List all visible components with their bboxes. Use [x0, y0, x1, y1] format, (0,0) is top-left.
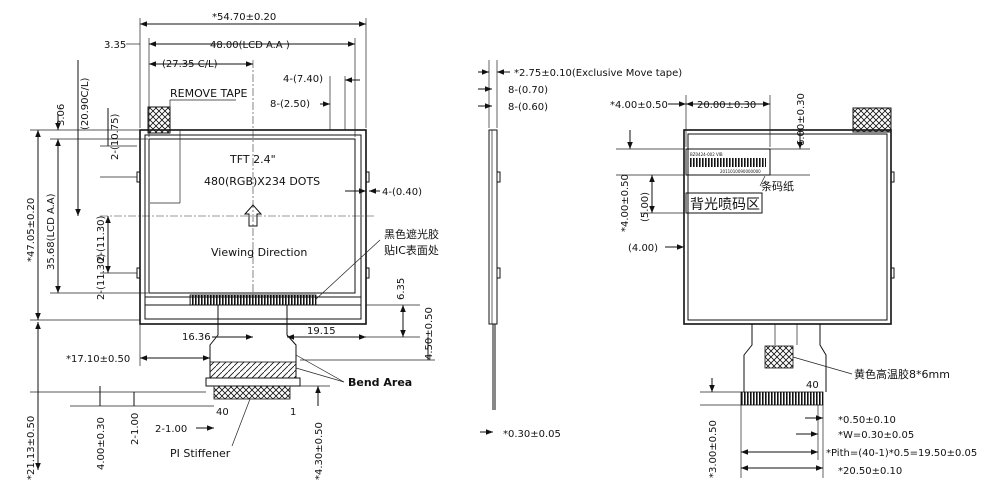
dim-w-text: *W=0.30±0.05	[838, 430, 914, 441]
dim-1710-text: *17.10±0.50	[66, 354, 130, 365]
dim-2-1130-text: 2-(11.30)	[96, 216, 107, 263]
dim-2113-text: *21.13±0.50	[26, 416, 37, 480]
stiffener-leader	[231, 398, 251, 447]
bend-area	[209, 361, 297, 379]
black-glue-label-2: 贴IC表面处	[384, 243, 439, 257]
barcode-bottom-text: 2011010090000000	[720, 169, 761, 174]
side-tab	[365, 267, 370, 279]
side-tab	[136, 171, 141, 183]
rear-view: BZ0424-002 VIB 2011010090000000 条码纸 背光喷码…	[610, 93, 977, 478]
overall-width-text: *54.70±0.20	[212, 12, 276, 23]
barcode-label	[685, 148, 771, 176]
dim-2-100-b-text: 2-1.00	[155, 424, 187, 435]
dim-300-text: *3.00±0.50	[708, 420, 719, 478]
viewing-direction-label: Viewing Direction	[211, 246, 307, 259]
rear-contact-pads	[740, 391, 824, 406]
dim-400-text: 4.00±0.30	[96, 417, 107, 470]
dim-2-100-text: 2-1.00	[130, 413, 141, 445]
bend-leader	[295, 367, 345, 383]
dim-430-text: *4.30±0.50	[314, 422, 325, 480]
front-view: REMOVE TAPE TFT 2.4" 480(RGB)X234 DOTS V…	[26, 12, 439, 480]
rear-inner	[687, 133, 888, 321]
viewing-direction-arrow	[243, 204, 263, 227]
dim-030-text: *0.30±0.05	[503, 429, 561, 440]
pi-stiffener-label: PI Stiffener	[170, 447, 231, 460]
rear-outline	[683, 129, 892, 325]
tft-size-label: TFT 2.4"	[229, 153, 276, 166]
dim-pith-text: *Pith=(40-1)*0.5=19.50±0.05	[826, 448, 977, 459]
cl-horizontal-text: (27.35 C/L)	[162, 59, 218, 70]
dim-2000-text: 20.00±0.30	[697, 100, 756, 111]
barcode-paper-label: 条码纸	[761, 179, 794, 193]
barcode-leader	[759, 175, 766, 187]
side-profile	[488, 129, 498, 325]
side-tab	[890, 171, 895, 183]
dim-2-1130-text: 2-(11.30)	[96, 254, 107, 301]
side-tab	[365, 171, 370, 183]
rear-fpc-outline	[743, 324, 827, 392]
dim-2050-text: *20.50±0.10	[838, 466, 902, 477]
side-fpc	[492, 324, 496, 410]
dim-450-text: 4.50±0.50	[424, 307, 435, 360]
dim-4-040-text: 4-(0.40)	[382, 187, 422, 198]
remove-tape-rear	[852, 107, 892, 133]
side-tab	[496, 171, 501, 183]
dim-400-p-text: (4.00)	[628, 243, 658, 254]
black-glue-label-1: 黑色遮光胶	[384, 227, 439, 241]
dim-8-070-text: 8-(0.70)	[508, 85, 548, 96]
dim-1915-text: 19.15	[307, 326, 336, 337]
dim-8-250-text: 8-(2.50)	[270, 99, 310, 110]
lcd-aa-width-text: 48.00(LCD A.A )	[210, 40, 290, 51]
backlight-area-label: 背光喷码区	[690, 197, 760, 213]
dim-500-text: (5.00)	[640, 192, 651, 222]
dim-4-740-text: 4-(7.40)	[283, 74, 323, 85]
dim-306-text: 3.06	[56, 104, 67, 126]
offset-335-text: 3.35	[104, 40, 126, 51]
lcd-aa-height-text: 35.68(LCD A.A)	[46, 193, 57, 270]
rear-pin-40-label: 40	[806, 380, 819, 391]
dim-635-text: 6.35	[396, 278, 407, 300]
fpc-outline	[209, 305, 297, 378]
side-tab	[136, 267, 141, 279]
dim-1636-text: 16.36	[182, 332, 211, 343]
barcode-top-text: BZ0424-002 VIB	[690, 152, 723, 157]
bend-area-label: Bend Area	[348, 376, 412, 389]
side-tab	[496, 267, 501, 279]
pin-40-label: 40	[216, 407, 229, 418]
bend-leader	[295, 354, 345, 383]
resolution-label: 480(RGB)X234 DOTS	[204, 175, 320, 188]
yellow-tape-leader	[792, 356, 853, 375]
overall-height-text: *47.05±0.20	[26, 198, 37, 262]
dim-8-060-text: 8-(0.60)	[508, 102, 548, 113]
dim-2-1075-text: 2-(10.75)	[110, 114, 121, 161]
remove-tape-label: REMOVE TAPE	[170, 87, 248, 100]
tape-dim-text: *2.75±0.10(Exclusive Move tape)	[514, 68, 682, 79]
side-view: *2.75±0.10(Exclusive Move tape) 8-(0.70)…	[478, 60, 682, 440]
dim-050-010-text: *0.50±0.10	[838, 415, 896, 426]
dim-400-050-text: *4.00±0.50	[610, 100, 668, 111]
pin-1-label: 1	[290, 407, 296, 418]
barcode-bars	[690, 158, 766, 167]
pi-stiffener	[213, 385, 291, 400]
cl-vertical-text: (20.90C/L)	[80, 78, 91, 130]
remove-tape	[147, 106, 171, 134]
glue-leader	[314, 239, 381, 301]
yellow-tape	[764, 345, 794, 369]
dim-400-050-v-text: *4.00±0.50	[620, 174, 631, 232]
fpc-tail	[205, 377, 301, 387]
side-tab	[890, 267, 895, 279]
backlight-area-box	[685, 192, 763, 214]
yellow-tape-label: 黄色高温胶8*6mm	[854, 367, 950, 381]
dim-600-text: 6.00±0.30	[796, 93, 807, 146]
remove-tape-leader	[169, 99, 236, 107]
